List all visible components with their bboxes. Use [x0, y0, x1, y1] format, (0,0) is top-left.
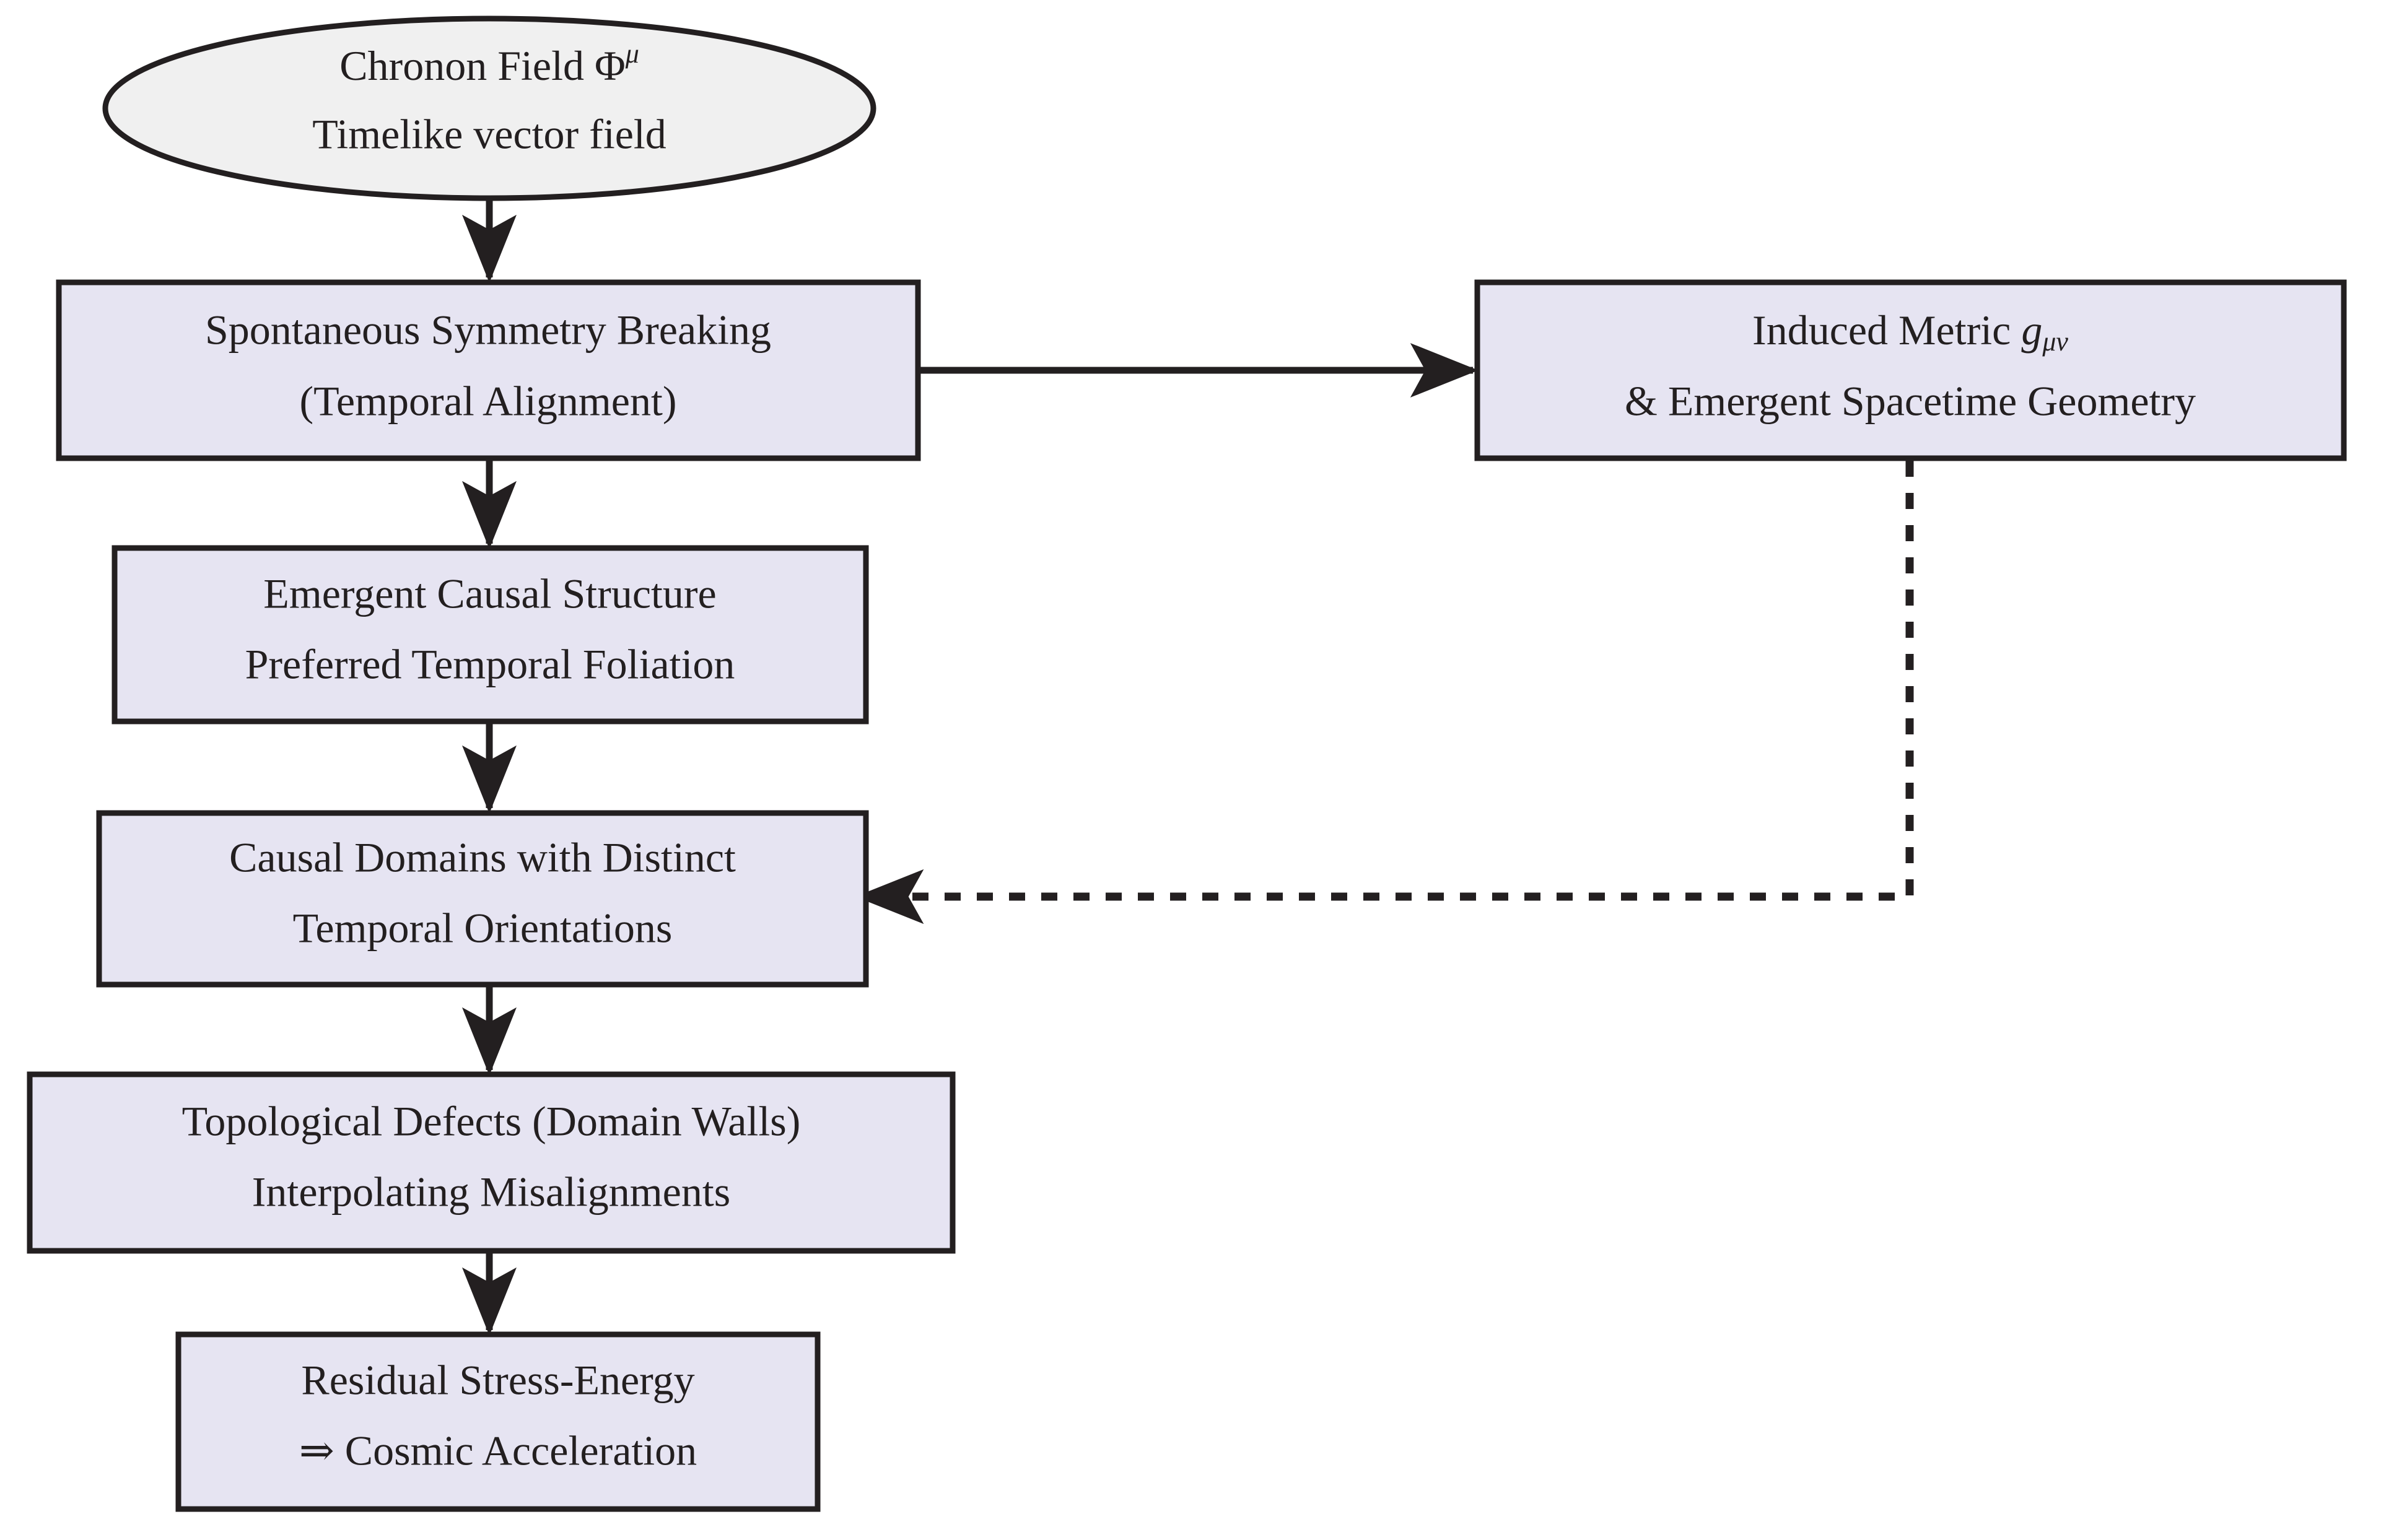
causal-structure-line2: Preferred Temporal Foliation — [245, 641, 735, 688]
edges-layer — [462, 193, 1914, 1336]
chronon-field-line2: Timelike vector field — [312, 111, 666, 158]
node-chronon-field[interactable]: Chronon Field Φμ Timelike vector field — [102, 15, 876, 201]
node-causal-structure[interactable]: Emergent Causal Structure Preferred Temp… — [111, 545, 869, 724]
induced-metric-line1: Induced Metric gμν — [1752, 307, 2068, 357]
causal-structure-box — [111, 545, 869, 724]
node-residual-stress-energy[interactable]: Residual Stress-Energy ⇒ Cosmic Accelera… — [175, 1331, 821, 1512]
chronon-field-ellipse — [102, 15, 876, 201]
residual-stress-energy-line1: Residual Stress-Energy — [301, 1357, 694, 1404]
causal-domains-line2: Temporal Orientations — [293, 905, 673, 952]
symmetry-breaking-box — [56, 279, 921, 461]
edge-metric-to-domains — [855, 461, 1914, 924]
topological-defects-line2: Interpolating Misalignments — [252, 1168, 730, 1216]
causal-domains-box — [96, 810, 869, 988]
causal-structure-line1: Emergent Causal Structure — [263, 570, 716, 617]
causal-domains-line1: Causal Domains with Distinct — [229, 834, 736, 881]
node-induced-metric[interactable]: Induced Metric gμν & Emergent Spacetime … — [1474, 279, 2347, 461]
node-causal-domains[interactable]: Causal Domains with Distinct Temporal Or… — [96, 810, 869, 988]
node-topological-defects[interactable]: Topological Defects (Domain Walls) Inter… — [27, 1071, 956, 1254]
residual-stress-energy-line2: ⇒ Cosmic Acceleration — [299, 1427, 697, 1474]
node-symmetry-breaking[interactable]: Spontaneous Symmetry Breaking (Temporal … — [56, 279, 921, 461]
induced-metric-line2: & Emergent Spacetime Geometry — [1625, 378, 2196, 425]
induced-metric-box — [1474, 279, 2347, 461]
symmetry-breaking-line1: Spontaneous Symmetry Breaking — [205, 307, 771, 354]
residual-stress-energy-box — [175, 1331, 821, 1512]
topological-defects-line1: Topological Defects (Domain Walls) — [182, 1098, 801, 1145]
symmetry-breaking-line2: (Temporal Alignment) — [300, 378, 677, 425]
chronon-field-line1: Chronon Field Φμ — [339, 38, 639, 89]
topological-defects-box — [27, 1071, 956, 1254]
